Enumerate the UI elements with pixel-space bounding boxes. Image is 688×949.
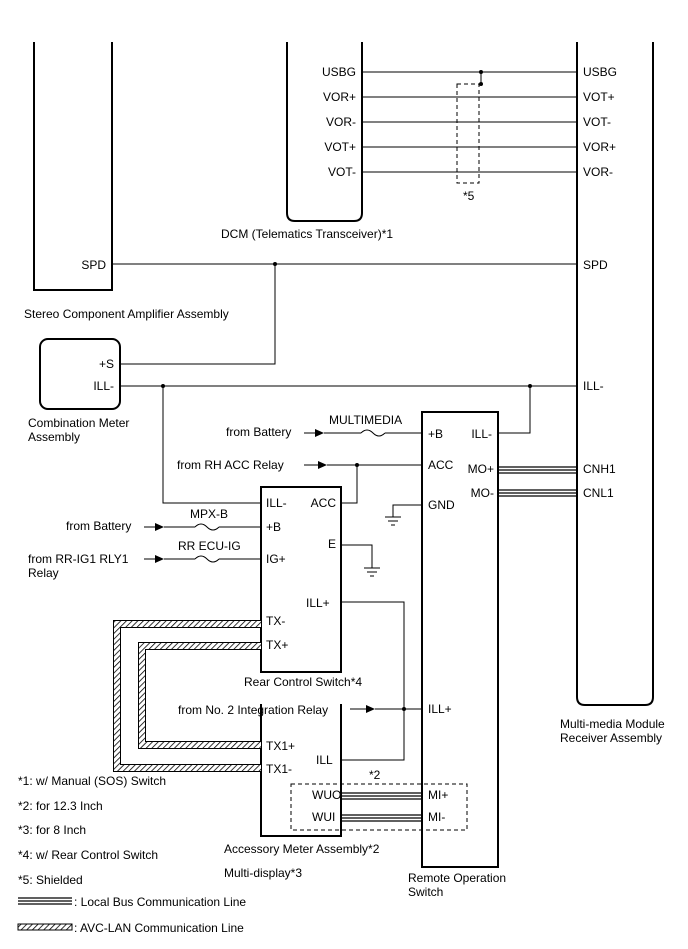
ill-minus-wires (120, 384, 577, 504)
source-rr-ig1-1: from RR-IG1 RLY1 (28, 552, 129, 566)
multimedia-feed (304, 429, 422, 437)
spd-wires (112, 262, 577, 365)
remote-pin-b-plus: +B (428, 427, 443, 441)
amplifier-pin-spd: SPD (81, 258, 106, 272)
source-battery-rear: from Battery (66, 519, 131, 533)
dcm-pin-vor-minus: VOR- (326, 115, 356, 129)
rear-pin-tx-minus: TX- (266, 614, 285, 628)
acc-meter-label: Accessory Meter Assembly*2 (224, 842, 380, 856)
meter-label-1: Combination Meter (28, 416, 129, 430)
avc-lan-lines (113, 620, 261, 772)
meter-pin-ill-minus: ILL- (93, 379, 114, 393)
combination-meter-box (39, 338, 121, 410)
dcm-pin-usbg: USBG (322, 65, 356, 79)
receiver-pin-vot-plus: VOT+ (583, 90, 615, 104)
legend-avc-lan-swatch (17, 923, 73, 931)
rear-pin-ill-plus: ILL+ (306, 596, 330, 610)
multi-display-label: Multi-display*3 (224, 866, 302, 880)
note-2: *2: for 12.3 Inch (18, 799, 103, 813)
note-3: *3: for 8 Inch (18, 823, 86, 837)
receiver-pin-spd: SPD (583, 258, 608, 272)
acc-feed (304, 461, 422, 504)
remote-switch-box (421, 411, 499, 868)
local-bus-lines (498, 466, 577, 497)
dcm-receiver-wires (362, 70, 577, 184)
dcm-box (286, 42, 363, 222)
receiver-pin-cnh1: CNH1 (583, 462, 616, 476)
amplifier-box (33, 42, 113, 291)
legend-avc-lan: : AVC-LAN Communication Line (74, 921, 244, 935)
remote-label-2: Switch (408, 885, 443, 899)
fuse-rr-ecu-ig: RR ECU-IG (178, 539, 241, 553)
option-mark-2: *2 (369, 768, 381, 782)
source-rh-acc: from RH ACC Relay (177, 458, 284, 472)
remote-pin-mi-minus: MI- (428, 810, 445, 824)
rr-ecu-ig-feed (144, 555, 261, 563)
rear-pin-acc: ACC (311, 496, 337, 510)
note-1: *1: w/ Manual (SOS) Switch (18, 774, 166, 788)
source-integration: from No. 2 Integration Relay (178, 703, 328, 717)
remote-pin-ill-plus: ILL+ (428, 702, 452, 716)
receiver-pin-vot-minus: VOT- (583, 115, 611, 129)
acc-meter-pin-tx1-minus: TX1- (266, 762, 292, 776)
rear-pin-ill-minus: ILL- (266, 496, 287, 510)
mpx-b-feed (144, 523, 261, 531)
acc-meter-pin-ill: ILL (316, 753, 333, 767)
source-battery-remote: from Battery (226, 425, 291, 439)
receiver-pin-vor-minus: VOR- (583, 165, 613, 179)
receiver-box (576, 42, 654, 706)
remote-pin-ill-minus: ILL- (471, 427, 492, 441)
legend-local-bus: : Local Bus Communication Line (74, 895, 246, 909)
receiver-label-2: Receiver Assembly (560, 731, 662, 745)
dcm-pin-vot-plus: VOT+ (324, 140, 356, 154)
note-5: *5: Shielded (18, 873, 83, 887)
remote-pin-mo-minus: MO- (471, 486, 494, 500)
rear-pin-tx-plus: TX+ (266, 638, 288, 652)
remote-pin-mi-plus: MI+ (428, 788, 448, 802)
rear-pin-b-plus: +B (266, 520, 281, 534)
meter-pin-s-plus: +S (99, 357, 114, 371)
acc-meter-pin-wui: WUI (312, 810, 335, 824)
amplifier-label: Stereo Component Amplifier Assembly (24, 307, 229, 321)
fuse-multimedia: MULTIMEDIA (329, 413, 402, 427)
source-rr-ig1-2: Relay (28, 566, 59, 580)
option-dashed-box (290, 783, 468, 831)
remote-pin-mo-plus: MO+ (468, 462, 494, 476)
mi-lines (341, 792, 422, 822)
remote-pin-gnd: GND (428, 498, 455, 512)
shield-dashed-box (456, 83, 480, 184)
dcm-label: DCM (Telematics Transceiver)*1 (221, 227, 393, 241)
remote-label-1: Remote Operation (408, 871, 506, 885)
meter-label-2: Assembly (28, 430, 80, 444)
rear-pin-ig-plus: IG+ (266, 552, 286, 566)
rear-pin-e: E (328, 537, 336, 551)
remote-pin-acc: ACC (428, 458, 454, 472)
shield-ref-label: *5 (463, 189, 475, 203)
ground-symbol-remote (385, 504, 422, 526)
receiver-pin-vor-plus: VOR+ (583, 140, 616, 154)
dcm-pin-vor-plus: VOR+ (323, 90, 356, 104)
receiver-label-1: Multi-media Module (560, 717, 665, 731)
ill-plus-wires (341, 601, 422, 761)
note-4: *4: w/ Rear Control Switch (18, 848, 158, 862)
acc-meter-pin-wuo: WUO (312, 788, 341, 802)
legend-local-bus-swatch (18, 897, 72, 905)
receiver-pin-cnl1: CNL1 (583, 486, 614, 500)
rear-control-label: Rear Control Switch*4 (244, 675, 362, 689)
dcm-pin-vot-minus: VOT- (328, 165, 356, 179)
rear-control-box (260, 486, 342, 673)
fuse-mpx-b: MPX-B (190, 507, 228, 521)
receiver-pin-ill-minus: ILL- (583, 379, 604, 393)
acc-meter-pin-tx1-plus: TX1+ (266, 739, 295, 753)
integration-feed (350, 705, 404, 713)
ground-symbol-rear (341, 544, 380, 577)
receiver-pin-usbg: USBG (583, 65, 617, 79)
